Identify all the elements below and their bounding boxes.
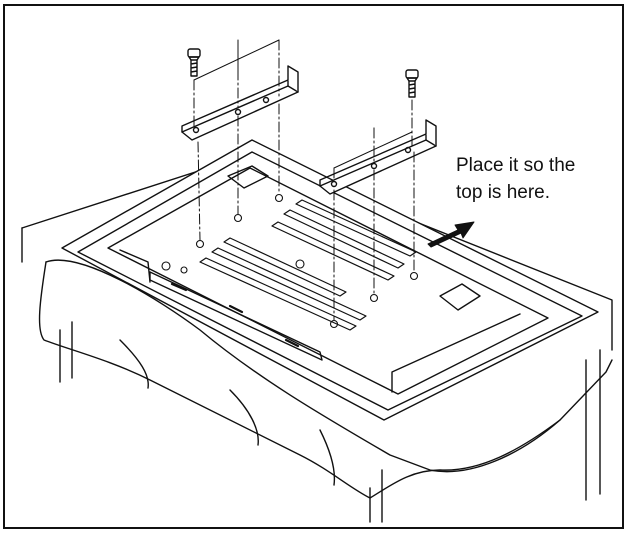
cloth-upper-edge — [45, 259, 613, 473]
hole-left-2 — [180, 266, 188, 274]
guide-lines — [193, 39, 413, 169]
hole-1 — [195, 239, 205, 249]
slot-1 — [199, 257, 357, 331]
guide-lines-left — [193, 39, 280, 81]
screw-left — [187, 48, 201, 77]
panel-outer — [61, 139, 599, 421]
table-top-edge — [21, 154, 613, 351]
bracket-left-hole-3 — [262, 96, 270, 104]
align-line-1 — [193, 79, 201, 241]
bracket-right — [319, 119, 437, 195]
panel-back-plate — [107, 167, 549, 395]
slot-6 — [295, 199, 417, 257]
hole-left — [161, 261, 171, 271]
bracket-right-hole-1 — [330, 180, 338, 188]
bracket-right-lip — [319, 133, 427, 187]
hole-6 — [409, 271, 419, 281]
handles — [227, 165, 481, 311]
bracket-right-hole-3 — [404, 146, 412, 154]
table-leg-right — [585, 349, 601, 501]
screw-right-thread — [408, 80, 416, 98]
align-line-4 — [411, 99, 415, 273]
caption-line-1: Place it so the — [456, 155, 576, 176]
screw-right-head — [405, 69, 419, 79]
lower-rail — [149, 271, 323, 361]
caption-line-2: top is here. — [456, 182, 550, 203]
vent-slots — [199, 199, 417, 331]
cloth-lower-edge — [38, 261, 561, 499]
placement-caption: Place it so the top is here. — [456, 152, 626, 206]
bracket-left-lip — [181, 79, 289, 133]
bracket-left-end — [287, 65, 299, 93]
bracket-left-hole-1 — [192, 126, 200, 134]
cloth-folds — [119, 339, 336, 486]
cloth — [38, 259, 613, 499]
bracket-left — [181, 65, 299, 141]
screw-left-thread — [190, 59, 198, 77]
rail-marks — [170, 282, 300, 348]
bracket-right-end — [425, 119, 437, 147]
handle-top — [227, 165, 269, 189]
guide-lines-right — [333, 127, 413, 169]
table-leg-front — [369, 469, 383, 523]
handle-right — [439, 283, 481, 311]
rail — [149, 271, 323, 361]
table-leg-left — [59, 321, 73, 383]
slot-3 — [223, 237, 347, 297]
table — [21, 154, 613, 523]
panel-rear — [61, 139, 599, 421]
panel-inner-rim — [77, 151, 583, 411]
top-direction-arrow — [427, 221, 475, 248]
hole-5 — [369, 293, 379, 303]
bracket-right-hole-2 — [370, 162, 378, 170]
slot-2 — [211, 247, 367, 321]
hole-center — [295, 259, 305, 269]
screw-right — [405, 69, 419, 98]
screw-left-head — [187, 48, 201, 58]
alignment-lines — [193, 39, 415, 321]
slot-4 — [271, 221, 395, 281]
bracket-left-hole-2 — [234, 108, 242, 116]
slot-5 — [283, 209, 405, 269]
hole-3 — [274, 193, 284, 203]
